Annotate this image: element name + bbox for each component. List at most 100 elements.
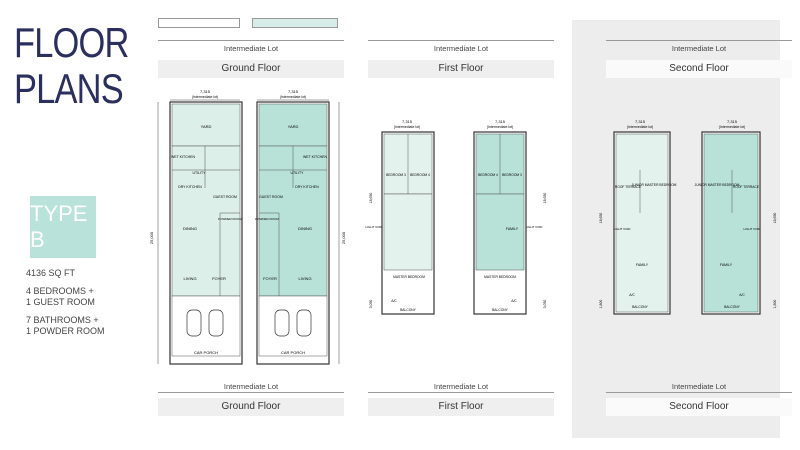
ground-plan-right: 7,315 (Intermediate lot) YARD WET KITCHE… [255,89,346,365]
car-icon-3 [274,309,290,337]
room-ac-sl: A/C [629,293,635,297]
bathrooms-line-1: 7 BATHROOMS + [26,315,99,325]
room-roof-terrace-sl: ROOF TERRACE [615,185,642,189]
bathrooms-line-2: 1 POWDER ROOM [26,326,105,336]
room-bedroom3-fl: BEDROOM 3 [386,173,406,177]
dim-depth-gl: 25,000 [149,231,154,244]
bottom-lot-line-second [606,392,792,393]
room-wet-kitchen-gl: WET KITCHEN [171,155,196,159]
dim-depth-sr: 18,650 [773,213,777,224]
dim-balcony-fr: 3,050 [543,300,547,309]
dim-balcony-sr: 1,800 [773,300,777,309]
room-guest-gl: GUEST ROOM [213,195,237,199]
second-floor-plans: 7,315 (Intermediate lot) ROOF TERRACE JU… [599,119,777,315]
car-icon-1 [186,309,202,337]
page-title: FLOOR PLANS [14,20,129,112]
room-bedroom4-fl: BEDROOM 4 [410,173,430,177]
room-dry-kitchen-gr: DRY KITCHEN [295,185,319,189]
dim-width-gr: 7,315 [288,89,299,94]
room-living-gr: LIVING [298,276,311,281]
top-plan-crop-1 [158,18,240,28]
dim-depth-gr: 25,000 [341,231,346,244]
room-master-fr: MASTER BEDROOM [484,275,516,279]
room-car-porch-gr: CAR PORCH [281,350,305,355]
room-yard-gr: YARD [288,124,299,129]
room-powder-gl: POWDER ROOM [218,217,242,221]
bottom-floor-label-second: Second Floor [606,398,792,416]
dim-width-fr: 7,315 [495,119,506,124]
room-dining-gr: DINING [298,226,312,231]
first-floor-plans: 7,315 (Intermediate lot) BEDROOM 3 BEDRO… [366,119,547,315]
first-plan-right: 7,315 (Intermediate lot) BEDROOM 4 BEDRO… [473,119,547,315]
room-bedroom3-fr: BEDROOM 3 [502,173,522,177]
room-living-gl: LIVING [183,276,196,281]
bedrooms-line-2: 1 GUEST ROOM [26,297,95,307]
room-bedroom4-fr: BEDROOM 4 [478,173,498,177]
dim-width-sr: 7,315 [727,119,738,124]
second-plan-right: 7,315 (Intermediate lot) JUNIOR MASTER B… [695,119,777,315]
room-utility-gr: UTILITY [290,171,304,175]
type-label: TYPE B [30,201,88,252]
dim-depth-sl: 18,650 [599,213,603,224]
bottom-lot-line-first [368,392,554,393]
top-lot-label-second: Intermediate Lot [671,44,727,53]
room-dry-kitchen-gl: DRY KITCHEN [178,185,202,189]
ground-plan-left: 7,315 (Intermediate lot) YARD WET KITCHE… [149,89,243,365]
room-utility-gl: UTILITY [192,171,206,175]
room-junior-master-sr: JUNIOR MASTER BEDROOM [695,183,740,187]
room-foyer-gl: FOYER [212,276,226,281]
top-floor-label-first: First Floor [368,60,554,78]
top-lot-line-second [606,40,792,41]
room-wet-kitchen-gr: WET KITCHEN [303,155,328,159]
top-lot-line-ground [158,40,344,41]
dim-balcony-sl: 1,800 [599,300,603,309]
dim-note-sl: (Intermediate lot) [627,125,653,129]
second-plan-left: 7,315 (Intermediate lot) ROOF TERRACE JU… [599,119,677,315]
dim-width-fl: 7,315 [402,119,413,124]
dim-note-gr: (Intermediate lot) [280,95,306,99]
room-junior-master-sl: JUNIOR MASTER BEDROOM [632,183,677,187]
room-light-void-sr: LIGHT VOID [744,227,762,231]
dim-width-gl: 7,315 [200,89,211,94]
bottom-floor-label-first: First Floor [368,398,554,416]
room-car-porch-gl: CAR PORCH [194,350,218,355]
area-text: 4136 SQ FT [26,268,76,278]
bedrooms-line-1: 4 BEDROOMS + [26,286,94,296]
top-lot-line-first [368,40,554,41]
room-balcony-sl: BALCONY [632,305,649,309]
room-master-fl: MASTER BEDROOM [393,275,425,279]
car-icon-4 [296,309,312,337]
room-family-fr: FAMILY [506,227,519,231]
room-powder-gr: POWDER ROOM [255,217,279,221]
dim-width-sl: 7,315 [635,119,646,124]
room-yard-gl: YARD [201,124,212,129]
room-balcony-sr: BALCONY [724,305,741,309]
room-balcony-fl: BALCONY [400,308,417,312]
title-line-2: PLANS [14,65,124,112]
room-roof-terrace-sr: ROOF TERRACE [733,185,760,189]
dim-note-sr: (Intermediate lot) [719,125,745,129]
room-ac-fl: A/C [391,299,397,303]
title-line-1: FLOOR [14,19,129,66]
bottom-lot-label-ground: Intermediate Lot [223,382,279,391]
dim-note-fl: (Intermediate lot) [394,125,420,129]
dim-note-gl: (Intermediate lot) [192,95,218,99]
room-light-void-fr: LIGHT VOID [526,225,544,229]
top-floor-label-ground: Ground Floor [158,60,344,78]
top-lot-label-first: Intermediate Lot [433,44,489,53]
room-light-void-fl: LIGHT VOID [366,225,384,229]
dim-note-fr: (Intermediate lot) [487,125,513,129]
top-lot-label-ground: Intermediate Lot [223,44,279,53]
room-dining-gl: DINING [183,226,197,231]
first-plan-left: 7,315 (Intermediate lot) BEDROOM 3 BEDRO… [366,119,435,315]
room-ac-sr: A/C [739,293,745,297]
room-family-sl: FAMILY [636,263,649,267]
dim-depth-fl: 18,650 [369,193,373,204]
room-ac-fr: A/C [511,299,517,303]
bottom-lot-label-second: Intermediate Lot [671,382,727,391]
ground-floor-plans: 7,315 (Intermediate lot) YARD WET KITCHE… [149,89,346,365]
top-floor-label-second: Second Floor [606,60,792,78]
dim-balcony-fl: 3,050 [369,300,373,309]
type-badge: TYPE B [30,196,96,258]
bottom-floor-label-ground: Ground Floor [158,398,344,416]
